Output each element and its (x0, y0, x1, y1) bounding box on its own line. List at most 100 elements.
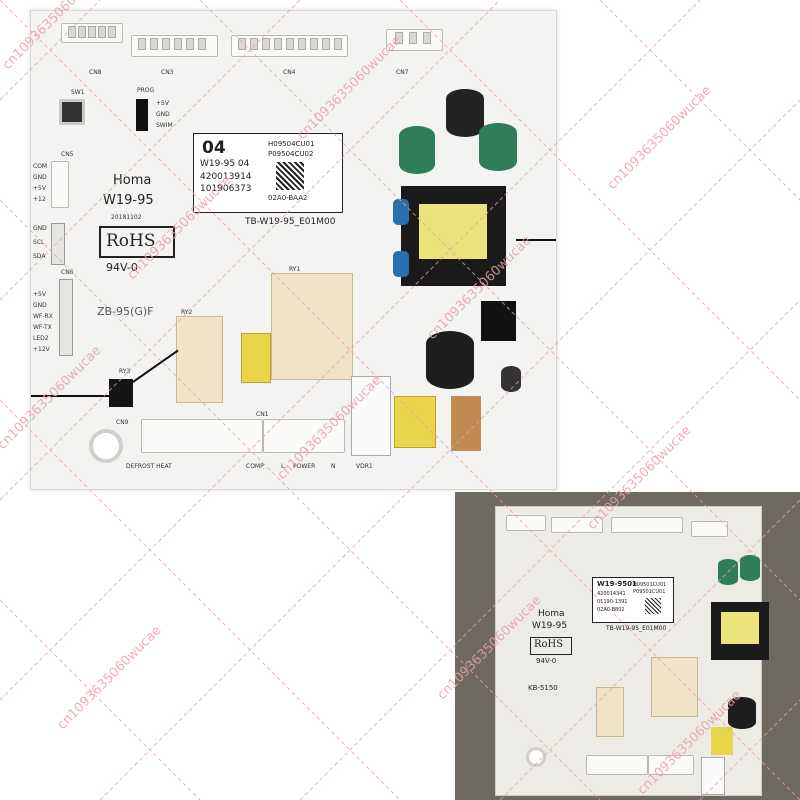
cn6-pin-wftx: WF-TX (33, 324, 52, 331)
sw1-label: SW1 (71, 89, 85, 96)
cn9-label: CN9 (116, 419, 129, 426)
inset-code-3: 420014341 (597, 591, 626, 597)
inset-transformer (711, 602, 769, 660)
connector-cn3 (131, 35, 218, 57)
switch-button (59, 99, 85, 125)
capacitor-ec2 (446, 89, 484, 137)
cn6-pin-12v: +12V (33, 346, 50, 353)
label-number: 04 (202, 138, 226, 158)
cn5-pin-12: +12 (33, 196, 46, 203)
inset-handwritten: KB-5150 (528, 684, 558, 692)
label-comp: COMP (246, 463, 264, 470)
prog-label: PROG (137, 87, 155, 94)
inset-connector (586, 755, 648, 775)
ry1-label: RY1 (289, 266, 301, 273)
inset-rohs-text: RoHS (534, 639, 564, 650)
inset-rohs-box: RoHS (530, 637, 572, 655)
inset-label-sticker: W19-9501 420014341 01190-1391 02A0-B802 … (592, 577, 674, 623)
inset-part-ref: TB-W19-95_E01M00 (606, 625, 667, 632)
transformer-core (419, 204, 487, 259)
connector-cn8 (61, 23, 123, 43)
label-model: W19-95 04 (200, 159, 250, 169)
relay-ry2 (176, 316, 223, 403)
prog-pin-gnd: GND (156, 111, 170, 118)
capacitor-cy3-blue (393, 251, 409, 277)
label-defrost-heat: DEFROST HEAT (126, 463, 172, 470)
inset-connector (611, 517, 683, 533)
inset-varistor-holder (701, 757, 725, 795)
cn5-pin-5v: +5V (33, 185, 46, 192)
cn6-pin-led2: LED2 (33, 335, 49, 342)
ry2-label: RY2 (181, 309, 193, 316)
ry3-label: RY3 (119, 368, 131, 375)
cn5-pin-gnd: GND (33, 174, 47, 181)
connector-cn5 (51, 161, 69, 208)
label-code-1: H09504CU01 (268, 140, 315, 148)
inset-code-5: 02A0-B802 (597, 607, 625, 613)
inset-connector (691, 521, 728, 537)
label-code-5: 02A0-BAA2 (268, 194, 308, 202)
relay-ry1 (271, 273, 353, 380)
ic-u2 (481, 301, 516, 341)
watermark-text: cn1093635060wucae (54, 623, 165, 733)
label-code-2: P09504CU02 (268, 150, 314, 158)
connector-cn4 (231, 35, 348, 57)
cn6-pin-5v: +5V (33, 291, 46, 298)
model-text: W19-95 (103, 193, 154, 208)
prog-pin-5v: +5V (156, 100, 169, 107)
inset-transformer-core (721, 612, 759, 644)
capacitor-ec1-green (399, 126, 435, 174)
inset-connector (506, 515, 546, 531)
capacitor-small (501, 366, 521, 392)
brand-text: Homa (113, 173, 152, 188)
triac-ry3 (109, 379, 133, 407)
inductor-l1 (451, 396, 481, 451)
inset-brand: Homa (538, 609, 565, 619)
cn5-label: CN5 (61, 151, 74, 158)
wire-trace (132, 349, 179, 383)
i2c-pin-sda: SDA (33, 253, 46, 260)
inset-capacitor-green (718, 559, 738, 585)
inset-label-model: W19-9501 (597, 580, 637, 588)
cn1-label: CN1 (256, 411, 269, 418)
capacitor-cy2 (241, 333, 271, 383)
qr-code (276, 162, 304, 190)
prog-pin-swim: SWIM (156, 122, 173, 129)
inset-qr-code (645, 598, 661, 614)
inset-relay-2 (596, 687, 624, 737)
inset-capacitor-green (740, 555, 760, 581)
cn5-pin-com: COM (33, 163, 48, 170)
cn6-pin-wfrx: WF-RX (33, 313, 53, 320)
cn8-label: CN8 (89, 69, 102, 76)
inset-pcb: W19-9501 420014341 01190-1391 02A0-B802 … (495, 506, 769, 796)
inset-code-2: P09501CU01 (633, 589, 666, 595)
inset-photo: W19-9501 420014341 01190-1391 02A0-B802 … (455, 492, 800, 800)
label-n: N (331, 463, 336, 470)
cn7-label: CN7 (396, 69, 409, 76)
inset-code-1: H09501CU01 (633, 582, 667, 588)
cn6-pin-gnd: GND (33, 302, 47, 309)
prog-header (136, 99, 148, 131)
connector-cn6 (59, 279, 73, 356)
date-code: 20181102 (111, 214, 142, 221)
cn6-label: CN6 (61, 269, 74, 276)
inset-rating: 94V-0 (536, 657, 557, 665)
mounting-hole (89, 429, 123, 463)
board-part-ref: TB-W19-95_E01M00 (245, 217, 336, 227)
inset-capacitor-yellow (711, 727, 733, 755)
capacitor-ec3-green (479, 123, 517, 171)
main-pcb-photo: CN8 CN3 CN4 CN7 SW1 PROG +5V GND SWIM 04… (30, 10, 557, 490)
label-vdr1: VDR1 (356, 463, 373, 470)
i2c-pin-gnd: GND (33, 225, 47, 232)
inset-mounting-hole (526, 747, 546, 767)
capacitor-cx1 (394, 396, 436, 448)
inset-relay (651, 657, 698, 717)
connector-cn9 (141, 419, 263, 453)
handwritten-marking: ZB-95(G)F (97, 305, 154, 318)
capacitor-cy1-blue (393, 199, 409, 225)
i2c-header (51, 223, 65, 265)
cn4-label: CN4 (283, 69, 296, 76)
cn3-label: CN3 (161, 69, 174, 76)
inset-code-4: 01190-1391 (597, 599, 628, 605)
inset-model: W19-95 (532, 621, 568, 631)
